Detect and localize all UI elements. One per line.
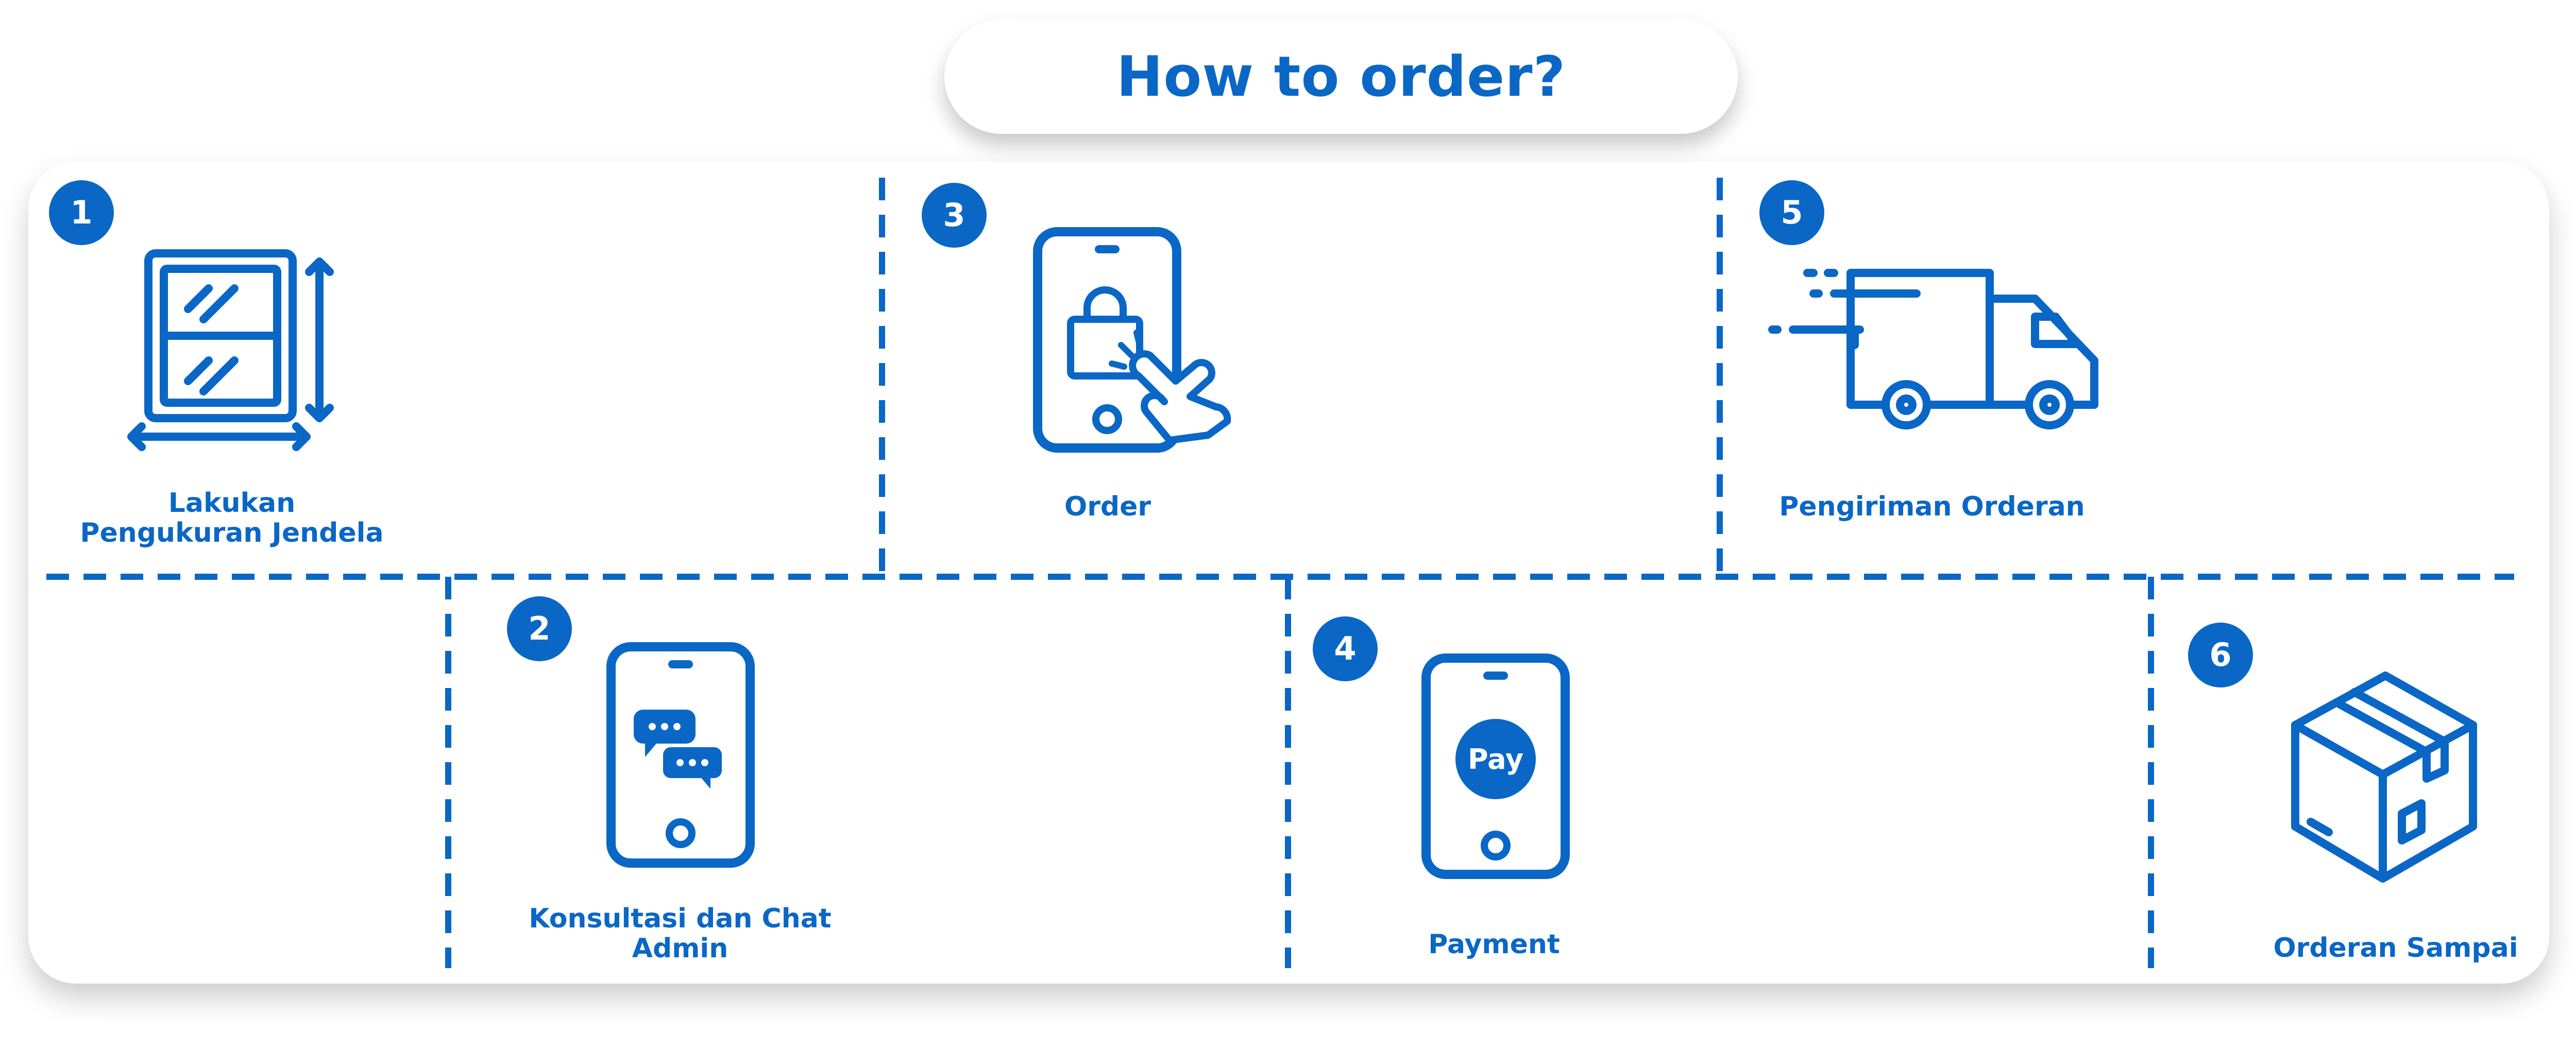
step-4-badge: 4 [1313, 616, 1378, 681]
window-measure-icon [127, 249, 334, 451]
title-pill: How to order? [944, 20, 1738, 134]
step-3-label: Order [1064, 491, 1151, 522]
step-6-badge: 6 [2188, 623, 2253, 687]
step-2-label: Konsultasi dan Chat Admin [529, 903, 832, 964]
step-1-number: 1 [70, 194, 92, 231]
page-title: How to order? [1116, 44, 1566, 109]
step-6-label: Orderan Sampai [2273, 933, 2518, 963]
step-4: 4 Pay [1313, 616, 1570, 879]
step-2: 2 [507, 596, 755, 868]
step-5-number: 5 [1781, 194, 1803, 231]
phone-order-icon [1033, 227, 1231, 453]
step-4-number: 4 [1334, 630, 1356, 667]
step-2-number: 2 [528, 610, 550, 647]
step-3-badge: 3 [922, 183, 987, 248]
step-5-badge: 5 [1759, 180, 1824, 245]
phone-pay-icon: Pay [1421, 653, 1570, 879]
package-box-icon [2291, 672, 2477, 883]
step-1: 1 [49, 180, 334, 451]
step-1-label: Lakukan Pengukuran Jendela [80, 488, 384, 548]
phone-chat-icon [606, 642, 755, 868]
step-6-number: 6 [2209, 636, 2231, 674]
step-1-badge: 1 [49, 180, 114, 245]
dashed-dividers [46, 178, 2514, 968]
delivery-truck-icon [1768, 269, 2098, 429]
step-6: 6 [2188, 623, 2477, 883]
step-3-number: 3 [943, 196, 965, 234]
step-4-label: Payment [1428, 929, 1560, 960]
step-2-badge: 2 [507, 596, 572, 661]
step-5-label: Pengiriman Orderan [1779, 491, 2085, 522]
pay-icon-text: Pay [1468, 743, 1523, 776]
step-3: 3 [922, 183, 1231, 453]
step-5: 5 [1759, 180, 2098, 429]
